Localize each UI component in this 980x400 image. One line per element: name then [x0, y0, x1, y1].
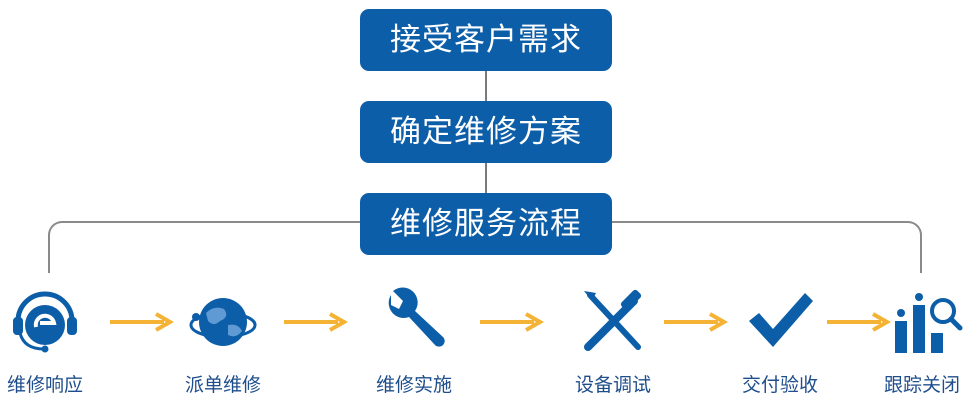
connector-line-1	[485, 71, 487, 101]
step-label-debug: 设备调试	[574, 374, 651, 396]
wrench-icon	[388, 287, 445, 347]
step-label-dispatch: 派单维修	[184, 374, 261, 396]
step-label-acceptance: 交付验收	[741, 374, 818, 396]
box-service-process: 维修服务流程	[360, 193, 612, 255]
tracking-chart-icon	[895, 293, 963, 353]
arrow-5	[827, 312, 891, 332]
arrow-1	[110, 312, 174, 332]
box-confirm-plan: 确定维修方案	[360, 101, 612, 163]
step-label-close: 跟踪关闭	[883, 374, 960, 396]
step-label-response: 维修响应	[6, 374, 83, 396]
step-label-implement: 维修实施	[375, 374, 452, 396]
checkmark-icon	[749, 293, 813, 347]
arrow-4	[664, 312, 728, 332]
globe-icon	[189, 298, 257, 346]
box-receive-request: 接受客户需求	[360, 9, 612, 71]
arrow-3	[480, 312, 544, 332]
arrow-2	[284, 312, 348, 332]
headset-icon	[13, 291, 77, 353]
crossed-tools-icon	[584, 289, 642, 351]
connector-line-2	[485, 163, 487, 193]
